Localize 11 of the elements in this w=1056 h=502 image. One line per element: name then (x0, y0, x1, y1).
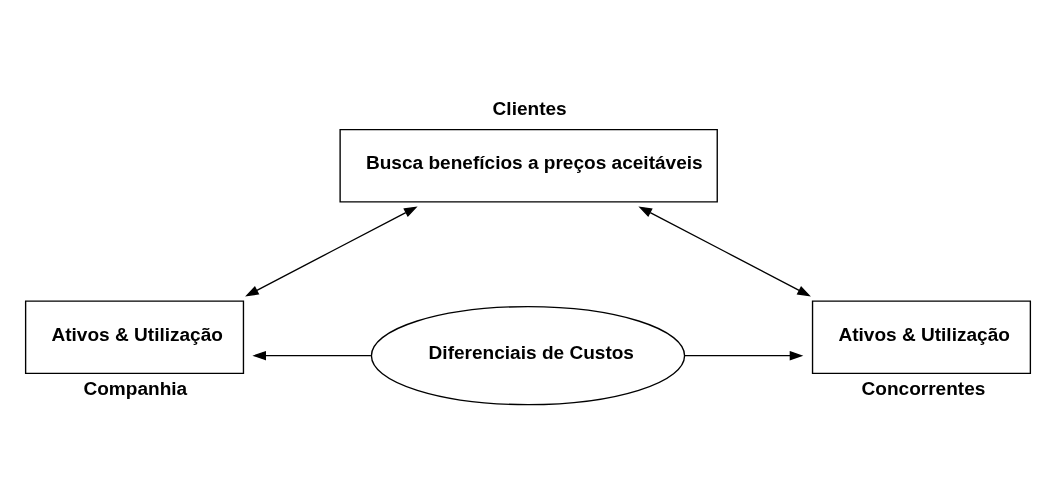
node-box: Ativos & Utilização (811, 300, 1032, 374)
node-box: Busca benefícios a preços aceitáveis (339, 128, 718, 202)
node-box: Ativos & Utilização (24, 300, 245, 374)
arrow (684, 350, 804, 360)
node-label: Clientes (492, 97, 567, 119)
arrow (245, 205, 418, 297)
node-ellipse: Diferenciais de Custos (370, 305, 686, 405)
arrow (252, 350, 372, 360)
node-label: Concorrentes (861, 377, 986, 399)
node-label: Companhia (83, 377, 188, 399)
arrow (638, 205, 811, 297)
